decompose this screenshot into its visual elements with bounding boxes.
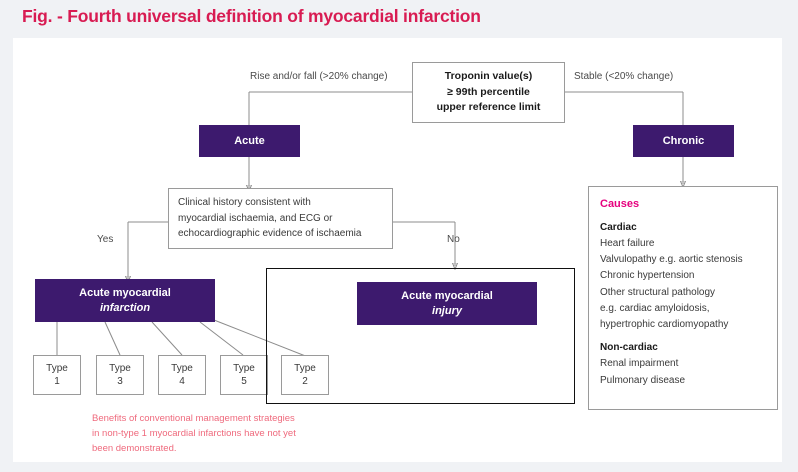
type-number: 4	[179, 376, 185, 387]
cause-item: e.g. cardiac amyloidosis,	[600, 302, 710, 314]
cause-item: Pulmonary disease	[600, 374, 686, 386]
chronic-label: Chronic	[662, 134, 705, 147]
type-word: Type	[233, 363, 255, 374]
acute-myocardial-injury-group	[266, 268, 575, 404]
type-box-4: Type 4	[158, 355, 206, 395]
type-number: 3	[117, 376, 123, 387]
clinical-line-3: echocardiographic evidence of ischaemia	[178, 228, 362, 240]
cause-item: hypertrophic cardiomyopathy	[600, 318, 729, 330]
right-branch-label: Stable (<20% change)	[574, 71, 674, 82]
cause-item: Valvulopathy e.g. aortic stenosis	[600, 254, 743, 266]
acute-box: Acute	[199, 125, 300, 157]
cardiac-heading: Cardiac	[600, 221, 637, 233]
cause-item: Other structural pathology	[600, 286, 716, 298]
type-number: 5	[241, 376, 247, 387]
yes-branch-label: Yes	[97, 234, 114, 245]
acute-myocardial-infarction-box: Acute myocardial infarction	[35, 279, 215, 322]
type-word: Type	[109, 363, 131, 374]
type-box-3: Type 3	[96, 355, 144, 395]
troponin-line-2: ≥ 99th percentile	[447, 85, 530, 98]
troponin-line-1: Troponin value(s)	[444, 69, 533, 82]
causes-heading: Causes	[600, 198, 640, 210]
type-word: Type	[171, 363, 193, 374]
no-branch-label: No	[447, 234, 460, 245]
infarction-line-2: infarction	[99, 301, 151, 314]
troponin-criteria-box: Troponin value(s) ≥ 99th percentile uppe…	[412, 62, 565, 123]
footnote-text: Benefits of conventional management stra…	[92, 413, 296, 455]
injury-line-2: injury	[432, 304, 462, 317]
acute-myocardial-injury-box: Acute myocardial injury	[357, 282, 537, 325]
type-number: 1	[54, 376, 60, 387]
type-box-1: Type 1	[33, 355, 81, 395]
clinical-history-box: Clinical history consistent with myocard…	[168, 188, 393, 249]
clinical-line-2: myocardial ischaemia, and ECG or	[178, 212, 333, 224]
acute-label: Acute	[234, 134, 265, 147]
clinical-line-1: Clinical history consistent with	[178, 197, 311, 209]
type-word: Type	[294, 363, 316, 374]
chronic-box: Chronic	[633, 125, 734, 157]
type-box-2: Type 2	[281, 355, 329, 395]
injury-line-1: Acute myocardial	[401, 289, 493, 302]
noncardiac-heading: Non-cardiac	[600, 342, 658, 354]
cause-item: Heart failure	[600, 238, 655, 249]
causes-panel: Causes Cardiac Heart failure Valvulopath…	[588, 186, 778, 410]
cause-item: Renal impairment	[600, 358, 679, 370]
page-title: Fig. - Fourth universal definition of my…	[22, 6, 481, 26]
troponin-line-3: upper reference limit	[436, 101, 541, 114]
type-number: 2	[302, 376, 308, 387]
type-word: Type	[46, 363, 68, 374]
infarction-line-1: Acute myocardial	[79, 286, 171, 299]
cause-item: Chronic hypertension	[600, 270, 695, 282]
type-box-5: Type 5	[220, 355, 268, 395]
left-branch-label: Rise and/or fall (>20% change)	[250, 71, 388, 82]
